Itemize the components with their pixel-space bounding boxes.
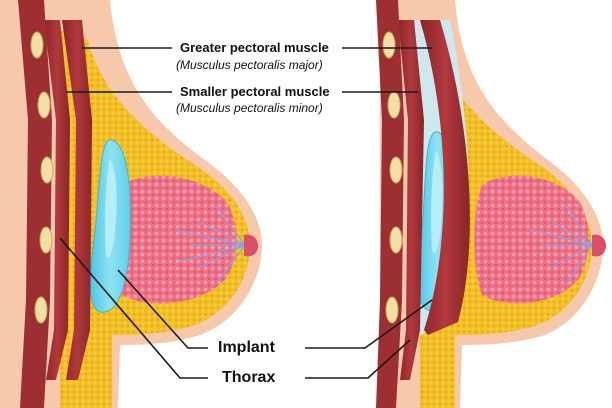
- pectoral-minor-left: [44, 20, 70, 380]
- leader-implant-right: [305, 299, 433, 349]
- right-panel: [376, 0, 606, 408]
- leader-lines: [59, 47, 433, 379]
- label-smaller-pectoral-latin: (Musculus pectoralis minor): [176, 101, 323, 115]
- ribs-right: [382, 31, 403, 324]
- leader-thorax-right: [305, 339, 411, 379]
- leader-implant-left: [117, 269, 208, 349]
- pectoral-major-left: [62, 20, 92, 380]
- ribs-left: [30, 31, 54, 324]
- mammary-gland-left: [113, 175, 237, 304]
- left-panel: [0, 0, 262, 408]
- implant-highlight-right: [431, 150, 443, 254]
- milk-ducts-left: [174, 204, 246, 286]
- nipple-right: [592, 234, 606, 257]
- leader-thorax-left: [59, 237, 208, 379]
- label-greater-pectoral: Greater pectoral muscle: [180, 40, 329, 55]
- label-implant: Implant: [218, 339, 275, 356]
- pectoral-minor-right: [398, 20, 424, 380]
- label-smaller-pectoral: Smaller pectoral muscle: [180, 84, 330, 99]
- implant-highlight-left: [105, 160, 117, 258]
- mammary-gland-right: [474, 175, 589, 304]
- pectoral-major-right: [420, 20, 470, 335]
- label-greater-pectoral-latin: (Musculus pectoralis major): [176, 58, 323, 72]
- milk-ducts-right: [529, 204, 593, 286]
- nipple-left: [244, 234, 258, 257]
- label-thorax: Thorax: [222, 369, 276, 386]
